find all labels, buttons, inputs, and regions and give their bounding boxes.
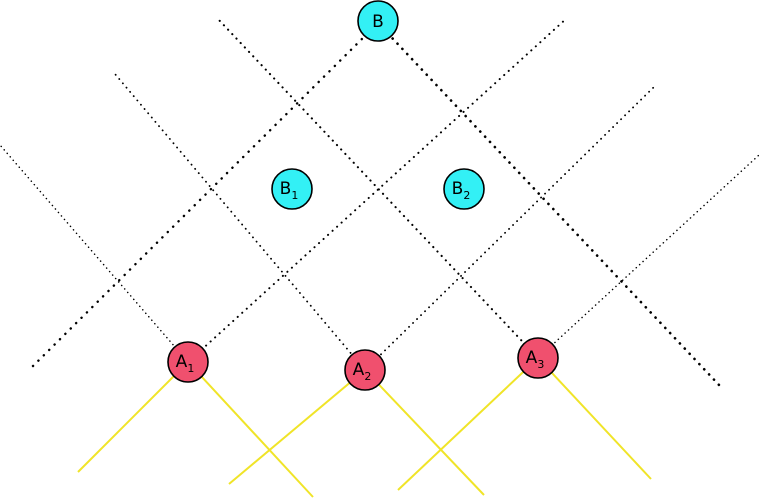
- node-b2-circle: [443, 168, 485, 210]
- ray-a2-right: [364, 369, 485, 496]
- node-a2-label: A2: [353, 360, 372, 383]
- dotted-line-a3-upright: [537, 154, 759, 359]
- ray-a1-left: [77, 361, 189, 473]
- node-a1-circle: [167, 341, 209, 383]
- dotted-lines: [0, 17, 759, 388]
- node-a3-label: A3: [526, 348, 545, 371]
- node-b-label: B: [372, 12, 384, 32]
- dotted-line-b-left: [28, 21, 380, 371]
- ray-a2-left: [228, 369, 366, 485]
- ray-a3-left: [397, 357, 539, 491]
- dotted-line-a2-upright: [364, 83, 658, 371]
- node-b1: B1: [271, 168, 313, 210]
- node-a1: A1: [167, 341, 209, 383]
- ray-a3-right: [537, 357, 652, 480]
- node-b1-label: B1: [280, 179, 299, 202]
- dotted-line-a2-upleft: [114, 73, 366, 371]
- dotted-line-b-right: [376, 21, 722, 388]
- node-a3-circle: [517, 337, 559, 379]
- ray-a1-right: [187, 361, 314, 498]
- dotted-line-a1-upleft: [0, 144, 189, 363]
- node-a2-circle: [344, 349, 386, 391]
- dotted-line-a1-upright: [187, 17, 568, 363]
- dotted-line-a3-upleft: [216, 17, 540, 360]
- node-b2: B2: [443, 168, 485, 210]
- node-b: B: [357, 0, 399, 42]
- node-b2-label: B2: [452, 179, 471, 202]
- node-a3: A3: [517, 337, 559, 379]
- node-b-circle: [357, 0, 399, 42]
- light-rays: [77, 357, 652, 498]
- node-a1-label: A1: [176, 352, 195, 375]
- node-b1-circle: [271, 168, 313, 210]
- node-a2: A2: [344, 349, 386, 391]
